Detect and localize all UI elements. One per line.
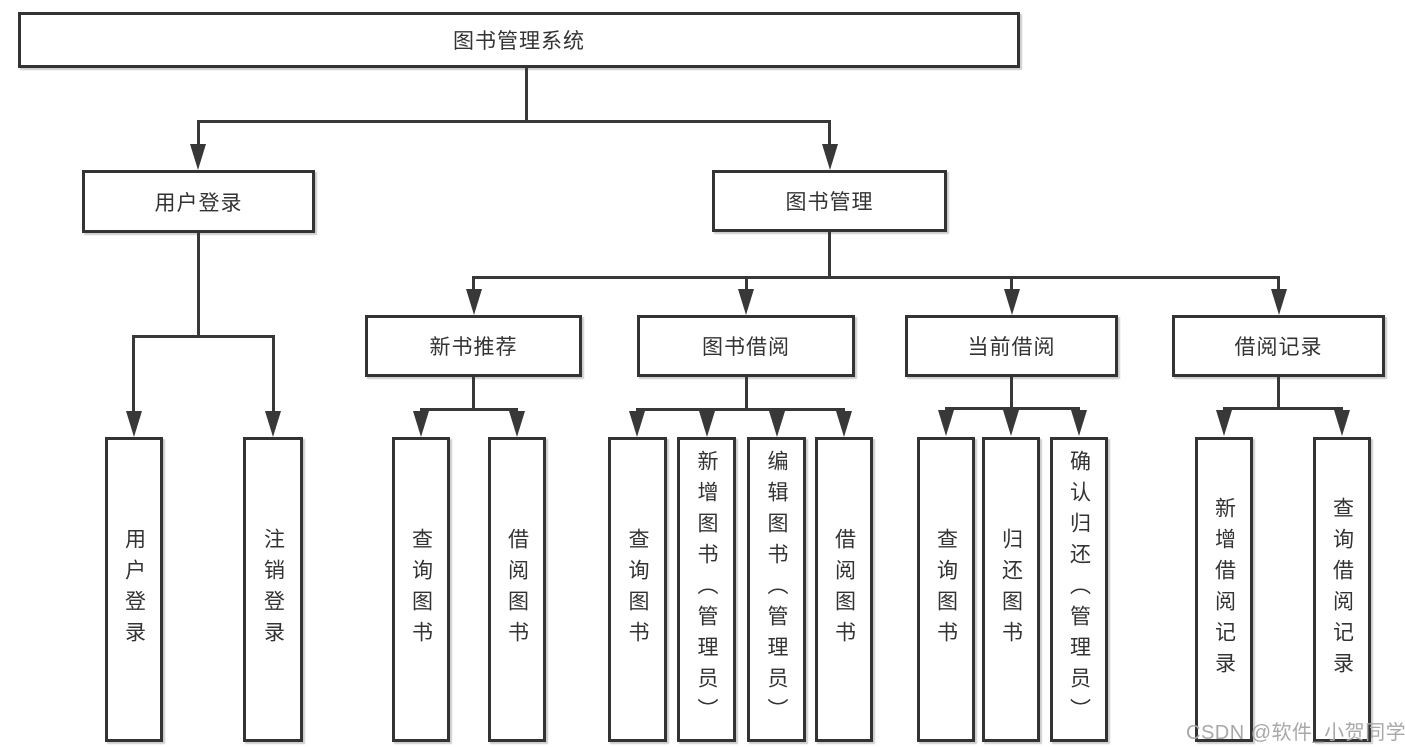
node-book-management: 图书管理 — [712, 170, 947, 232]
connector-line — [472, 276, 1280, 279]
arrow-down-icon — [822, 144, 838, 170]
leaf-confirm-return-admin: 确认归还（管理员） — [1050, 437, 1108, 742]
connector-line — [132, 335, 275, 338]
arrow-down-icon — [1271, 289, 1287, 315]
node-book-borrowing-label: 图书借阅 — [702, 336, 790, 359]
arrow-down-icon — [466, 289, 482, 315]
arrow-down-icon — [1004, 289, 1020, 315]
connector-line — [828, 232, 831, 276]
leaf-borrow-books-borrowing: 借阅图书 — [815, 437, 873, 742]
watermark: CSDN @软件_小贺同学 — [1186, 722, 1405, 744]
connector-line — [1010, 276, 1013, 292]
arrow-down-icon — [938, 410, 954, 436]
arrow-down-icon — [699, 411, 715, 437]
leaf-borrow-books-borrowing-label: 借阅图书 — [832, 527, 856, 652]
leaf-user-login-label: 用户登录 — [122, 527, 146, 652]
leaf-edit-book-admin-label: 编辑图书（管理员） — [765, 450, 788, 729]
arrow-down-icon — [126, 411, 142, 437]
connector-line — [132, 335, 135, 413]
connector-line — [472, 276, 475, 292]
arrow-down-icon — [738, 289, 754, 315]
leaf-logout-label: 注销登录 — [261, 527, 285, 652]
leaf-query-books-newbook-label: 查询图书 — [409, 527, 433, 652]
node-book-management-label: 图书管理 — [785, 191, 874, 214]
node-borrowing-records: 借阅记录 — [1172, 315, 1385, 377]
connector-line — [636, 408, 845, 411]
node-new-book-recommend-label: 新书推荐 — [429, 336, 518, 359]
leaf-return-books-label: 归还图书 — [999, 527, 1023, 652]
connector-line — [1223, 407, 1343, 410]
leaf-add-book-admin: 新增图书（管理员） — [677, 437, 736, 742]
node-user-login-label: 用户登录 — [154, 191, 243, 215]
node-library-system: 图书管理系统 — [18, 12, 1020, 68]
connector-line — [197, 233, 200, 335]
leaf-confirm-return-admin-label: 确认归还（管理员） — [1067, 450, 1091, 729]
connector-line — [420, 408, 518, 411]
arrow-down-icon — [836, 411, 852, 437]
leaf-edit-book-admin: 编辑图书（管理员） — [747, 437, 806, 742]
connector-line — [525, 68, 528, 120]
leaf-borrow-books-newbook-label: 借阅图书 — [505, 527, 529, 652]
connector-line — [745, 377, 748, 408]
arrow-down-icon — [1003, 410, 1019, 436]
arrow-down-icon — [1216, 410, 1232, 436]
leaf-add-borrow-record: 新增借阅记录 — [1195, 437, 1253, 742]
leaf-query-books-newbook: 查询图书 — [392, 437, 450, 742]
arrow-down-icon — [629, 411, 645, 437]
leaf-return-books: 归还图书 — [982, 437, 1040, 742]
node-library-system-label: 图书管理系统 — [453, 30, 585, 53]
node-new-book-recommend: 新书推荐 — [365, 315, 582, 377]
node-current-borrowing: 当前借阅 — [905, 315, 1118, 377]
connector-line — [945, 407, 1080, 410]
leaf-query-books-current: 查询图书 — [917, 437, 975, 742]
node-book-borrowing: 图书借阅 — [637, 315, 855, 377]
arrow-down-icon — [190, 144, 206, 170]
node-user-login: 用户登录 — [82, 170, 315, 233]
leaf-query-books-current-label: 查询图书 — [934, 527, 958, 652]
leaf-query-books-borrowing: 查询图书 — [608, 437, 667, 742]
leaf-query-borrow-record-label: 查询借阅记录 — [1330, 496, 1354, 683]
leaf-add-book-admin-label: 新增图书（管理员） — [695, 450, 718, 729]
connector-line — [1277, 377, 1280, 407]
arrow-down-icon — [509, 411, 525, 437]
connector-line — [472, 377, 475, 408]
leaf-borrow-books-newbook: 借阅图书 — [488, 437, 546, 742]
leaf-logout: 注销登录 — [243, 437, 303, 742]
node-current-borrowing-label: 当前借阅 — [967, 336, 1056, 359]
leaf-query-books-borrowing-label: 查询图书 — [626, 527, 649, 652]
leaf-user-login: 用户登录 — [105, 437, 163, 742]
arrow-down-icon — [265, 411, 281, 437]
connector-line — [197, 120, 831, 123]
connector-line — [1010, 377, 1013, 407]
arrow-down-icon — [1071, 410, 1087, 436]
connector-line — [745, 276, 748, 292]
arrow-down-icon — [769, 411, 785, 437]
leaf-add-borrow-record-label: 新增借阅记录 — [1212, 496, 1236, 683]
connector-line — [1277, 276, 1280, 292]
leaf-query-borrow-record: 查询借阅记录 — [1313, 437, 1371, 742]
connector-line — [828, 120, 831, 147]
node-borrowing-records-label: 借阅记录 — [1234, 336, 1323, 359]
arrow-down-icon — [1334, 410, 1350, 436]
connector-line — [197, 120, 200, 147]
connector-line — [272, 335, 275, 413]
arrow-down-icon — [413, 411, 429, 437]
